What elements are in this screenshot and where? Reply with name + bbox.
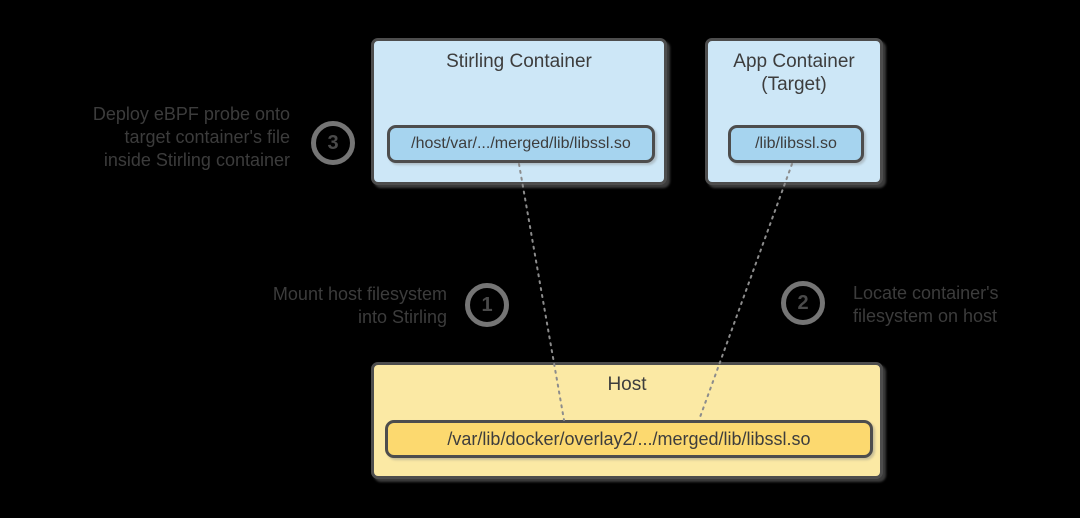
step1-label-line2: into Stirling bbox=[357, 307, 447, 327]
step3-label: Deploy eBPF probe onto target container'… bbox=[93, 103, 290, 172]
step3-badge: 3 bbox=[311, 121, 355, 165]
step3-label-line3: inside Stirling container bbox=[103, 150, 290, 170]
step2-label-line1: Locate container's bbox=[853, 283, 999, 303]
step1-badge: 1 bbox=[465, 283, 509, 327]
app-path-box: /lib/libssl.so bbox=[728, 125, 864, 163]
step2-label: Locate container's filesystem on host bbox=[853, 282, 999, 328]
stirling-container-box: Stirling Container /host/var/.../merged/… bbox=[371, 38, 667, 185]
step2-label-line2: filesystem on host bbox=[853, 306, 998, 326]
step3-label-line2: target container's file bbox=[124, 127, 290, 147]
app-container-title: App Container (Target) bbox=[708, 50, 880, 96]
step2-number: 2 bbox=[797, 291, 809, 314]
app-container-title-line1: App Container bbox=[733, 51, 855, 72]
step1-label: Mount host filesystem into Stirling bbox=[273, 283, 447, 329]
step3-number: 3 bbox=[327, 131, 339, 154]
step1-number: 1 bbox=[481, 293, 493, 316]
step1-label-line1: Mount host filesystem bbox=[272, 284, 447, 304]
stirling-path-box: /host/var/.../merged/lib/libssl.so bbox=[387, 125, 655, 163]
host-box: Host /var/lib/docker/overlay2/.../merged… bbox=[371, 362, 883, 479]
stirling-container-title: Stirling Container bbox=[446, 51, 592, 72]
app-path-text: /lib/libssl.so bbox=[755, 135, 837, 152]
app-container-title-line2: (Target) bbox=[761, 74, 827, 95]
stirling-path-text: /host/var/.../merged/lib/libssl.so bbox=[411, 135, 631, 152]
host-title: Host bbox=[607, 374, 647, 395]
host-path-box: /var/lib/docker/overlay2/.../merged/lib/… bbox=[385, 420, 873, 458]
host-path-text: /var/lib/docker/overlay2/.../merged/lib/… bbox=[447, 428, 811, 449]
app-container-box: App Container (Target) /lib/libssl.so bbox=[705, 38, 883, 185]
step2-badge: 2 bbox=[781, 281, 825, 325]
step3-label-line1: Deploy eBPF probe onto bbox=[92, 104, 290, 124]
